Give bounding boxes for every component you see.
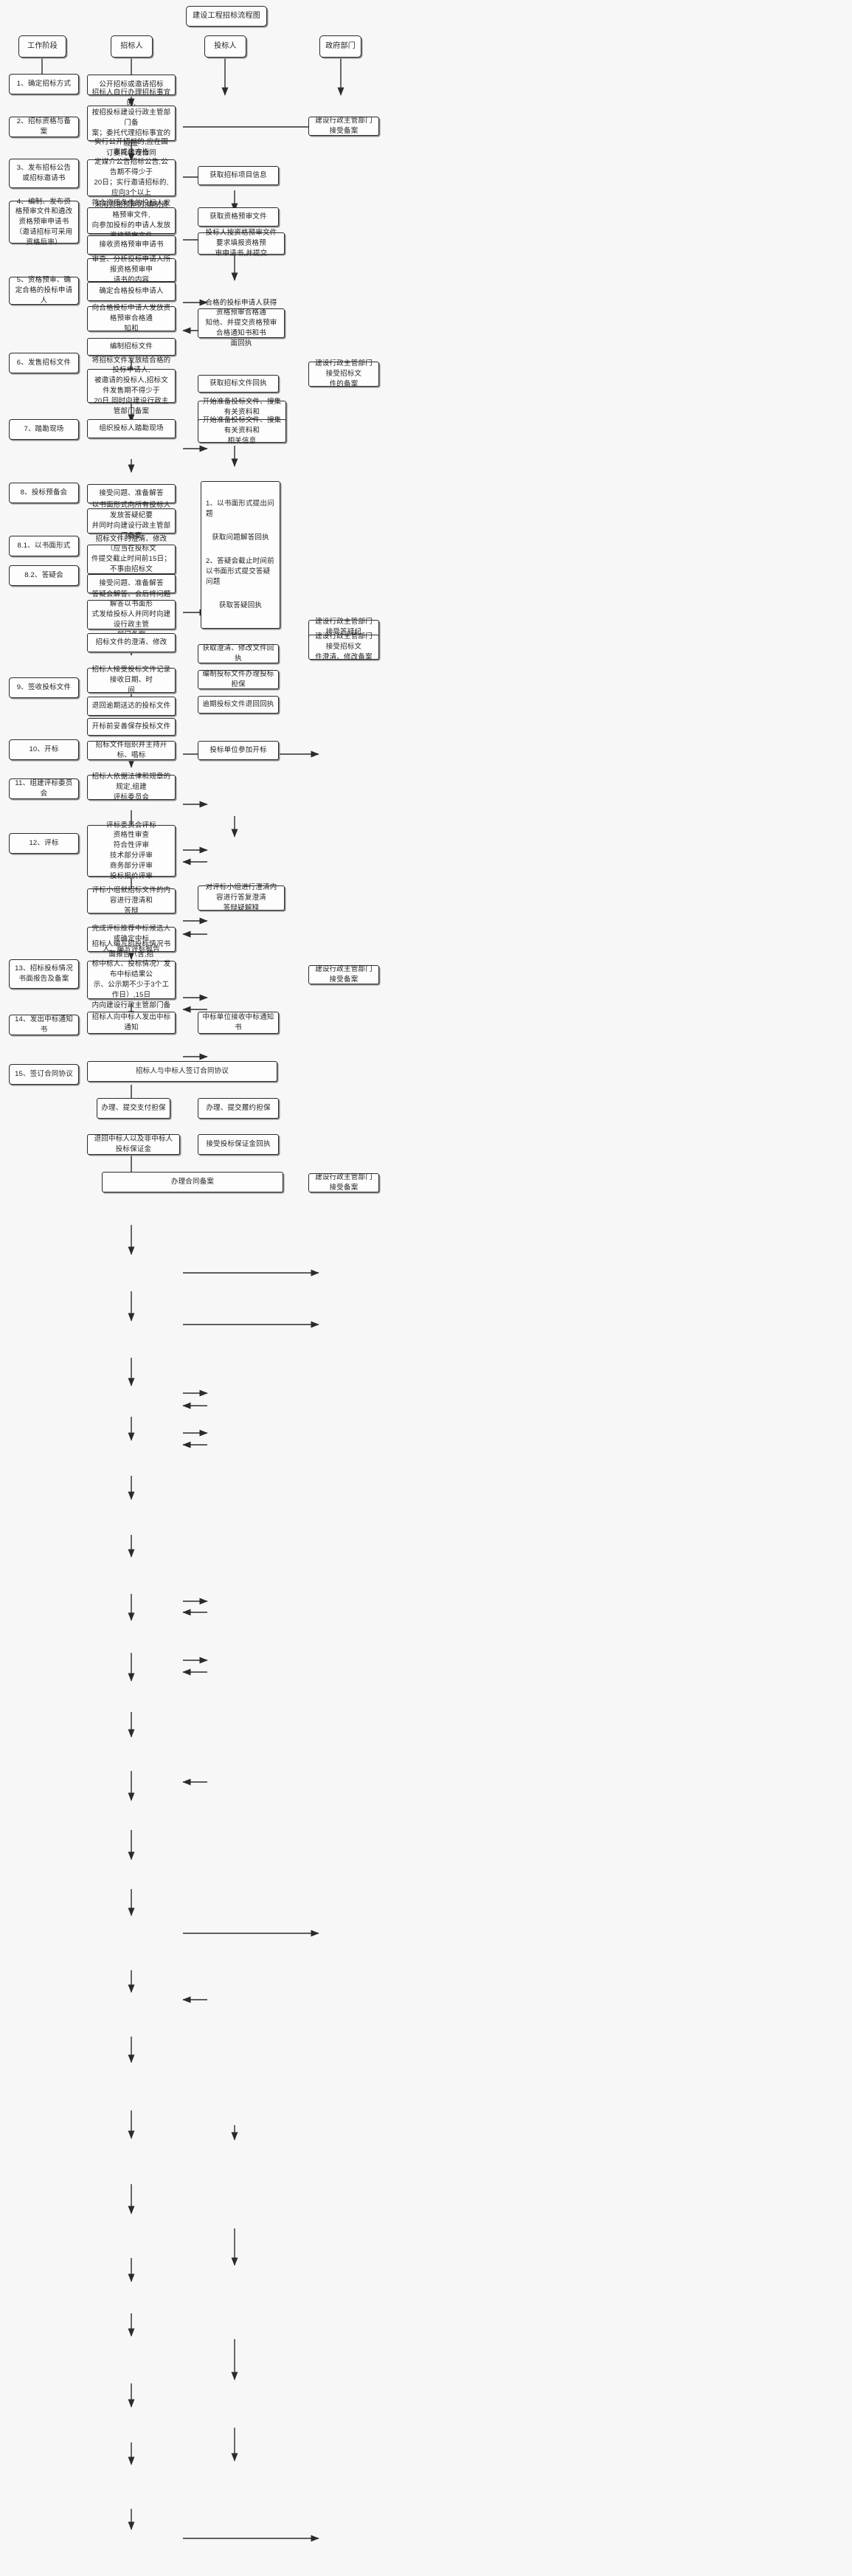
tenderer-node-11: 编制投标文件办理投标担保 xyxy=(198,670,279,689)
bidder-node-6: 审查、分析投标申请人所报资格预审申 请书的内容 xyxy=(87,255,176,284)
bidder-node-21: 招标文件组织并主持开标、唱标 xyxy=(87,741,176,760)
stage-5: 5、资格预审、确定合格的投标申请人 xyxy=(9,276,79,305)
stage-14: 14、发出中标通知书 xyxy=(9,1015,79,1035)
bidder-node-20: 开标前妥善保存投标文件 xyxy=(87,718,176,736)
bidder-node-18: 招标人接受投标文件记录接收日期、时 间 xyxy=(87,666,176,694)
tenderer-node-3: 投标人按资格预审文件要求填报资格预 审申请书,并提交 xyxy=(198,229,285,258)
bidder-node-3: 实行公开招标的,应在国家或地方指 定媒介公告招标公告,公告期不得少于 20日；实… xyxy=(87,138,176,217)
government-node-4: 建设行政主管部门接受招标文 件澄清、修改备案 xyxy=(308,632,379,661)
tenderer-node-17: 接受投标保证金回执 xyxy=(198,1134,279,1155)
stage-13: 13、招标投标情况书面报告及备案 xyxy=(9,959,79,989)
qa-line-3: 2、答疑会截止时间前以书面形式提交答疑问题 xyxy=(206,556,274,587)
diagram-title: 建设工程招标流程图 xyxy=(186,6,267,27)
bidder-node-19: 退回逾期送达的投标文件 xyxy=(87,697,176,716)
stage-1: 1、确定招标方式 xyxy=(9,74,79,94)
qa-line-4: 获取答疑回执 xyxy=(218,601,263,610)
lane-header-government: 政府部门 xyxy=(319,35,361,58)
stage-8: 8、投标预备会 xyxy=(9,483,79,503)
stage-8-1: 8.1、以书面形式 xyxy=(9,536,79,556)
government-node-2: 建设行政主管部门接受招标文 件的备案 xyxy=(308,359,379,388)
bidder-node-23: 评标委员会评标 资格性审查 符合性评审 技术部分评审 商务部分评审 投标报价评审 xyxy=(87,821,176,880)
bidder-node-26: 招标人编写招投标情况书面报告（含,招 标中标人、投标情况）发布中标结果公 示、公… xyxy=(87,940,176,1019)
bidder-node-11: 组织投标人踏勘现场 xyxy=(87,419,176,438)
tenderer-node-7: 开始准备投标文件、搜集有关资料和 相关信息 xyxy=(198,416,286,445)
qa-panel: 1、以书面形式提出问题 获取问题解答回执 2、答疑会截止时间前以书面形式提交答疑… xyxy=(201,481,280,629)
stage-2: 2、招标资格与备案 xyxy=(9,117,79,137)
bidder-node-10: 将招标文件发放给合格的投标申请人, 被邀请的投标人,招标文件发售期不得少于 20… xyxy=(87,356,176,415)
tenderer-node-16: 办理、提交履约担保 xyxy=(198,1098,279,1119)
bidder-node-5: 接收资格预审申请书 xyxy=(87,235,176,255)
bidder-node-16: 答疑会解答、会后将问题解答以书面形 式发给投标人并同时向建设行政主管 部门备案 xyxy=(87,590,176,639)
lane-header-bidder: 招标人 xyxy=(111,35,153,58)
bidder-node-29: 办理、提交支付担保 xyxy=(97,1098,170,1119)
bidder-node-7: 确定合格投标申请人 xyxy=(87,282,176,301)
bidder-node-12: 接受问题、准备解答 xyxy=(87,484,176,503)
tenderer-node-1: 获取招标项目信息 xyxy=(198,166,279,185)
bidder-node-13: 以书面形式向所有投标人发放答疑纪要 并同时向建设行政主管部门备案 xyxy=(87,501,176,540)
bidder-node-22: 招标人依据法律和规章的规定,组建 评标委员会 xyxy=(87,773,176,801)
tenderer-node-2: 获取资格预审文件 xyxy=(198,207,279,227)
bidder-node-8: 向合格投标申请人发放资格预审合格通 知和 xyxy=(87,304,176,333)
government-node-1: 建设行政主管部门接受备案 xyxy=(308,117,379,136)
bidder-node-27: 招标人向中标人发出中标通知 xyxy=(87,1012,176,1034)
bidder-node-25: 完成评标推荐中标候选人或确定中标 人、编写评标报告 xyxy=(87,925,176,953)
bidder-node-24: 评标小组就招标文件的内容进行澄清和 答辩 xyxy=(87,886,176,915)
stage-6: 6、发售招标文件 xyxy=(9,353,79,373)
tenderer-node-14: 对评标小组进行澄清内容进行答复澄清 答辩疑解释 xyxy=(198,883,285,912)
tenderer-node-4: 合格的投标申请人获得资格预审合格通 知他、并提交资格预审合格通知书和书 面回执 xyxy=(198,299,285,348)
stage-8-2: 8.2、答疑会 xyxy=(9,565,79,586)
lane-header-stage: 工作阶段 xyxy=(18,35,66,58)
bidder-node-31: 办理合同备案 xyxy=(102,1172,283,1192)
qa-line-2: 获取问题解答回执 xyxy=(212,533,269,542)
stage-12: 12、评标 xyxy=(9,833,79,854)
tenderer-node-10: 获取澄清、修改文件回执 xyxy=(198,644,279,663)
bidder-node-2: 招标人自行办理招标事宜的, 按招投标建设行政主管部门备 案；委托代理招标事宜的应… xyxy=(87,89,176,157)
stage-4: 4、编制、发布资格预审文件和遴改资格预审申请书（邀请招标可采用资格后审） xyxy=(9,198,79,246)
tenderer-node-13: 投标单位参加开标 xyxy=(198,741,279,760)
bidder-node-14: 招标文件的澄清、修改（应当在投标文 件提交截止时间前15日；不事由招标文 件编制… xyxy=(87,535,176,584)
stage-3: 3、发布招标公告或招标邀请书 xyxy=(9,159,79,188)
stage-15: 15、签订合同协议 xyxy=(9,1064,79,1085)
bidder-node-1: 公开招标或邀请招标 xyxy=(87,75,176,95)
tenderer-node-12: 逾期投标文件退回回执 xyxy=(198,696,279,714)
government-node-6: 建设行政主管部门接受备案 xyxy=(308,1173,379,1192)
qa-line-1: 1、以书面形式提出问题 xyxy=(206,499,274,519)
stage-10: 10、开标 xyxy=(9,739,79,760)
bidder-node-15: 接受问题、准备解答 xyxy=(87,574,176,593)
lane-header-tenderer: 投标人 xyxy=(204,35,246,58)
bidder-node-4: 采用资格预审的,编制资格预审文件, 向参加投标的申请人发放资格预审文件 xyxy=(87,201,176,240)
bidder-node-17: 招标文件的澄清、修改 xyxy=(87,633,176,652)
tenderer-node-5: 获取招标文件回执 xyxy=(198,375,279,393)
stage-11: 11、组建评标委员会 xyxy=(9,778,79,799)
stage-9: 9、签收投标文件 xyxy=(9,677,79,698)
bidder-node-28: 招标人与中标人签订合同协议 xyxy=(87,1061,277,1082)
bidder-node-9: 编制招标文件 xyxy=(87,338,176,356)
government-node-5: 建设行政主管部门接受备案 xyxy=(308,965,379,984)
bidder-node-30: 退回中标人以及非中标人投标保证金 xyxy=(87,1134,180,1155)
tenderer-node-15: 中标单位接收中标通知书 xyxy=(198,1012,279,1034)
stage-7: 7、踏勘现场 xyxy=(9,419,79,440)
